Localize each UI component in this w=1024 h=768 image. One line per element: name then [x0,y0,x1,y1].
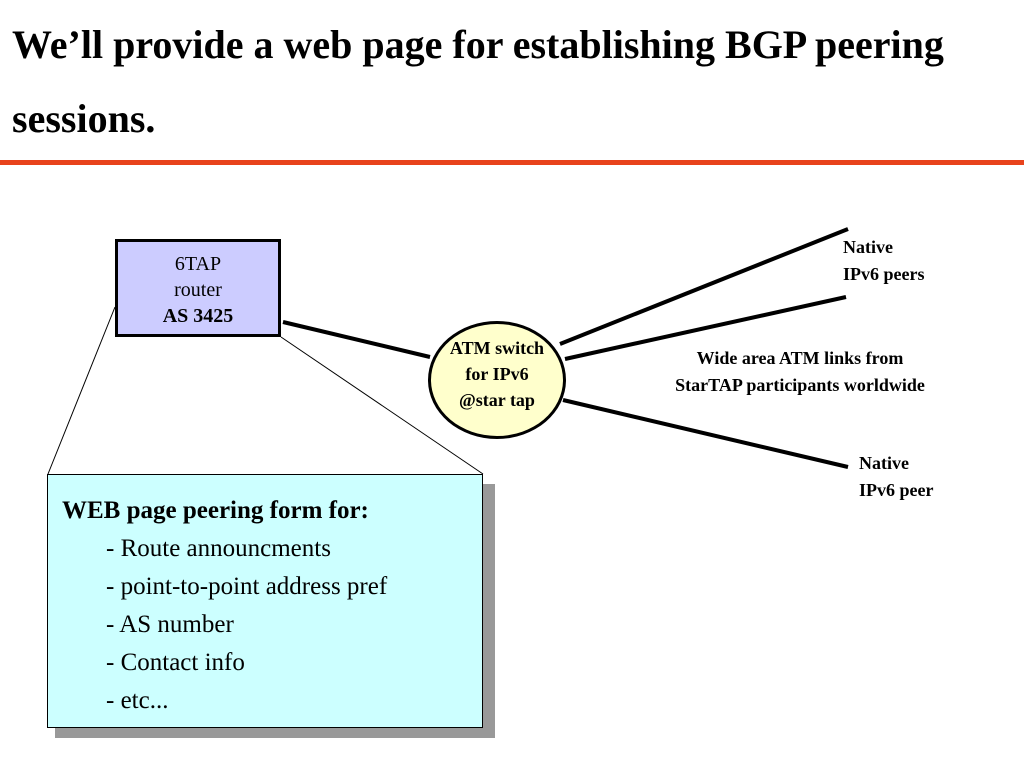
switch-to-native-peers-link [559,227,849,346]
zoom-callout-right-line [280,336,484,475]
atm-switch-node: ATM switch for IPv6 @star tap [428,321,566,439]
switch-to-native-peer-link [562,398,849,469]
router-name: 6TAP [174,253,222,275]
form-item-route-announcements: - Route announcments [106,535,331,562]
router-to-switch-link [282,320,431,359]
router-type: router [174,279,222,301]
form-item-etc: - etc... [106,687,169,714]
atm-switch-line3: @star tap [459,390,535,410]
peering-form-callout: WEB page peering form for: - Route annou… [47,474,483,728]
form-item-contact-info: - Contact info [106,649,245,676]
peering-form-title: WEB page peering form for: [62,497,369,524]
native-peer-bottom-label: Native IPv6 peer [859,453,934,500]
atm-switch-line1: ATM switch [449,338,545,358]
router-box: 6TAP router AS 3425 [115,239,281,337]
native-peers-top-label: Native IPv6 peers [843,237,925,284]
zoom-callout-left-line [47,306,116,475]
atm-switch-line2: for IPv6 [465,364,529,384]
wide-area-label: Wide area ATM links from StarTAP partici… [675,348,925,395]
title-underline [0,160,1024,165]
slide-title: We’ll provide a web page for establishin… [12,22,944,141]
form-item-address-pref: - point-to-point address pref [106,573,388,600]
router-as-number: AS 3425 [162,305,234,327]
switch-to-wide-area-link [564,295,847,361]
form-item-as-number: - AS number [106,611,234,638]
